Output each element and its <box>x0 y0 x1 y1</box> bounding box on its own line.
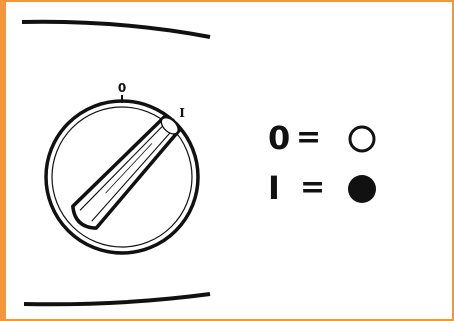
legend-row-off: 0 = <box>262 118 412 168</box>
panel-top-edge <box>22 22 210 37</box>
panel-bottom-edge <box>24 294 210 304</box>
dial-label-off: 0 <box>118 81 126 95</box>
switch-legend: 0 = I = <box>262 118 412 218</box>
filled-circle-icon <box>347 174 377 204</box>
dial-label-on: I <box>179 106 185 120</box>
legend-equals-off: = <box>296 118 321 158</box>
legend-equals-on: = <box>300 168 325 208</box>
legend-key-off: 0 <box>268 118 290 158</box>
legend-key-on: I <box>268 168 280 208</box>
open-circle-icon <box>347 124 377 154</box>
rotary-dial: 0 I <box>46 81 198 253</box>
legend-row-on: I = <box>262 168 412 218</box>
